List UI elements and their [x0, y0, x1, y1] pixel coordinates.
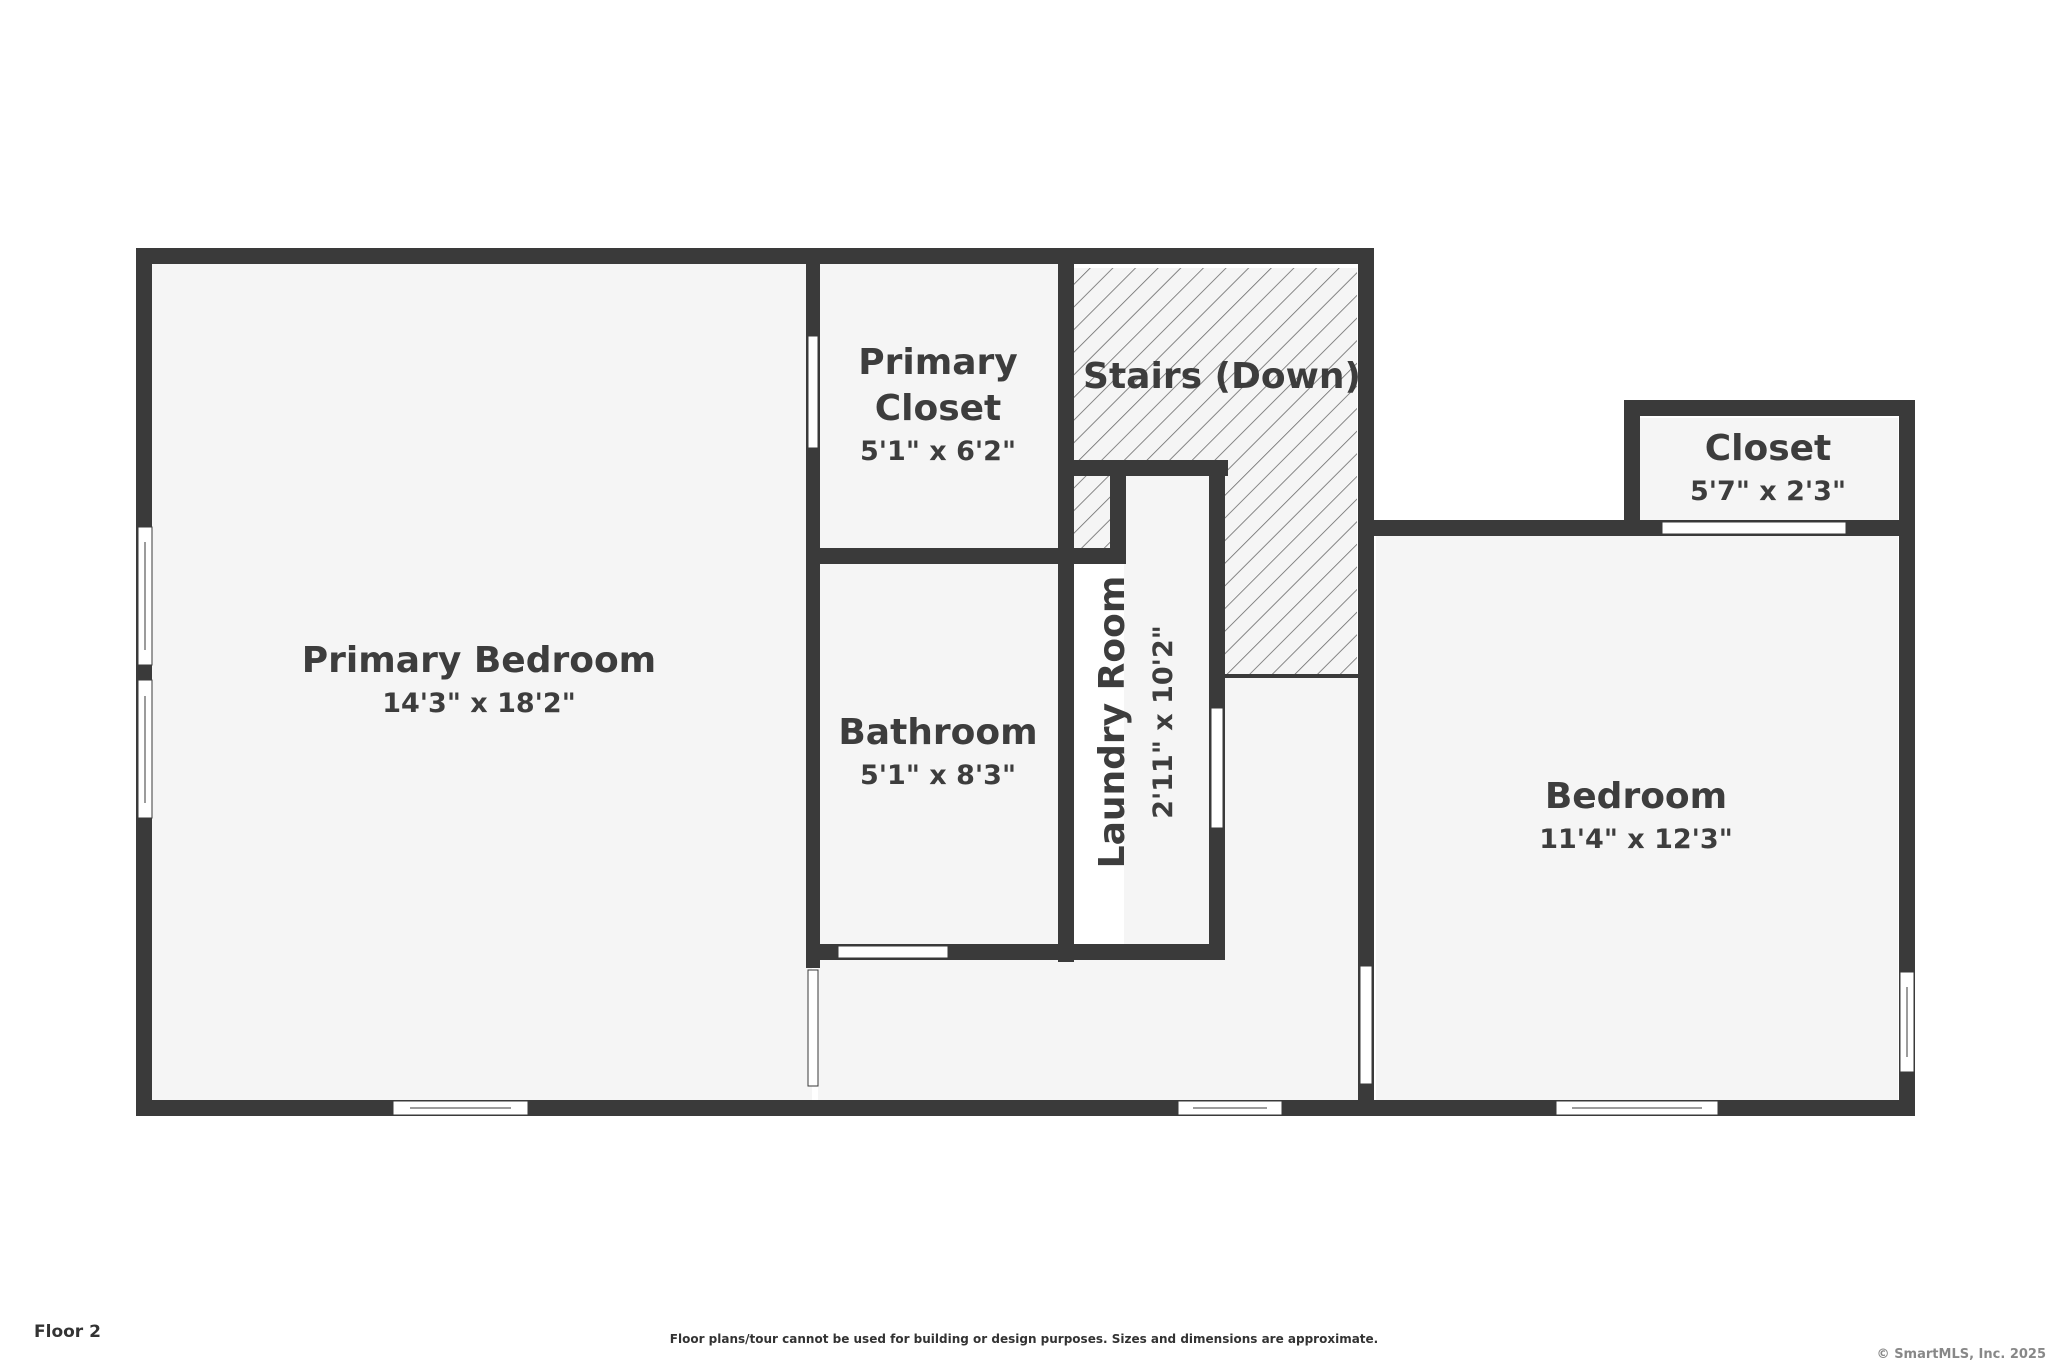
closet-floor: [1640, 418, 1898, 526]
bedroom-dims: 11'4" x 12'3": [1539, 824, 1733, 855]
closet-dims: 5'7" x 2'3": [1690, 476, 1846, 507]
primary-bedroom-floor: [146, 258, 812, 1104]
window-bottom-2: [1177, 1100, 1283, 1116]
primary-closet-floor: [818, 258, 1058, 553]
laundry-floor: [1124, 472, 1211, 946]
window-left-1: [137, 526, 153, 666]
stairs-small-area: [1073, 473, 1110, 553]
opening-primary-closet: [807, 335, 819, 449]
window-bottom-3: [1555, 1100, 1719, 1116]
opening-bathroom: [837, 945, 949, 959]
copyright-text: © SmartMLS, Inc. 2025: [1876, 1347, 2046, 1362]
stairs-name: Stairs (Down): [1083, 356, 1361, 397]
disclaimer-text: Floor plans/tour cannot be used for buil…: [669, 1332, 1379, 1346]
bathroom-floor: [818, 560, 1058, 946]
primary-bedroom-dims: 14'3" x 18'2": [382, 688, 576, 719]
hall-floor: [818, 954, 1362, 1104]
hall-upper-floor: [1225, 676, 1362, 956]
closet-name: Closet: [1705, 428, 1832, 469]
bedroom-name: Bedroom: [1545, 776, 1727, 817]
primary-closet-name-line2: Closet: [875, 388, 1002, 429]
primary-bedroom-name: Primary Bedroom: [302, 640, 656, 681]
stairs-hatch: [1073, 268, 1357, 676]
primary-closet-dims: 5'1" x 6'2": [860, 436, 1016, 467]
opening-primary-bedroom-hall: [807, 969, 819, 1087]
window-bottom-1: [392, 1100, 529, 1116]
opening-laundry: [1210, 707, 1224, 829]
opening-bedroom: [1359, 965, 1373, 1085]
stairs-area: [1073, 268, 1357, 676]
primary-closet-name-line1: Primary: [858, 342, 1018, 383]
bathroom-name: Bathroom: [838, 712, 1037, 753]
laundry-name: Laundry Room: [1092, 576, 1133, 869]
floor-label: Floor 2: [34, 1322, 101, 1342]
floor-areas: [146, 258, 1898, 1104]
window-left-2: [137, 679, 153, 819]
laundry-dims: 2'11" x 10'2": [1148, 625, 1179, 819]
opening-closet: [1661, 521, 1847, 535]
window-right-1: [1899, 971, 1915, 1073]
bedroom-floor: [1376, 536, 1898, 1104]
room-labels: Primary Bedroom 14'3" x 18'2" Primary Cl…: [302, 342, 1846, 868]
bathroom-dims: 5'1" x 8'3": [860, 760, 1016, 791]
windows: [137, 335, 1915, 1116]
